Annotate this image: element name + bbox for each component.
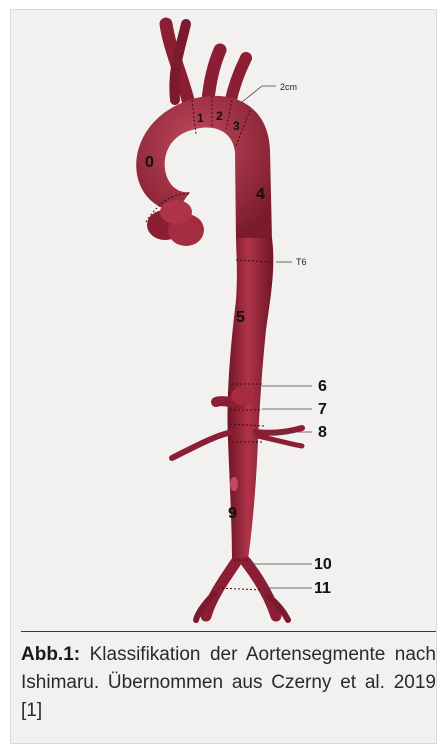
- segment-label-11: 11: [314, 580, 331, 597]
- vertebra-annotation: T6: [296, 257, 307, 267]
- segment-label-6: 6: [318, 378, 327, 395]
- segment-label-3: 3: [233, 119, 240, 133]
- segment-label-4: 4: [256, 186, 265, 203]
- aortic-root: [147, 200, 204, 246]
- segment-label-10: 10: [314, 556, 332, 573]
- segment-label-9: 9: [228, 505, 237, 522]
- segment-label-5: 5: [236, 309, 245, 326]
- caption-label: Abb.1:: [21, 644, 80, 665]
- figure-caption: Abb.1: Klassifikation der Aortensegmente…: [21, 641, 436, 725]
- aorta-illustration: 2cm T6 0 1 2 3 4 5 9 6 7 8 10 11: [0, 0, 448, 640]
- iliac-arteries: [196, 562, 288, 620]
- segment-label-1: 1: [197, 111, 204, 125]
- caption-text: Klassifikation der Aortensegmente nach I…: [21, 644, 436, 721]
- arch-width-annotation: 2cm: [280, 82, 297, 92]
- segment-label-2: 2: [216, 109, 223, 123]
- supra-aortic-vessels: [166, 24, 246, 104]
- segment-label-7: 7: [318, 401, 327, 418]
- caption-divider: [21, 631, 436, 632]
- segment-label-8: 8: [318, 424, 327, 441]
- segment-label-0: 0: [145, 154, 154, 171]
